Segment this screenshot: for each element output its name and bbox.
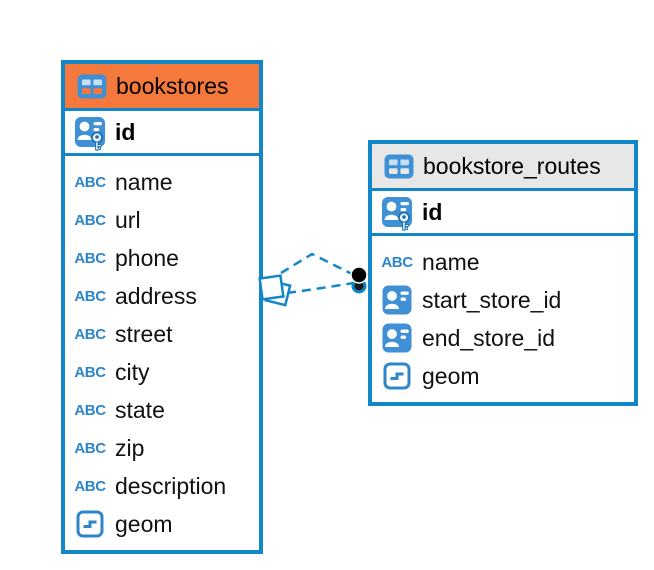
column-id[interactable]: id xyxy=(372,191,634,233)
primary-key-icon xyxy=(380,192,414,232)
geometry-type-icon xyxy=(380,362,414,390)
text-type-icon: ABC xyxy=(74,211,106,229)
geometry-type-icon xyxy=(73,510,107,538)
column-name: id xyxy=(422,198,443,225)
table-icon-slot xyxy=(384,154,414,179)
column-address[interactable]: ABC address xyxy=(65,277,259,315)
columns-section: ABC name ABC url ABC phone ABC address A… xyxy=(65,156,259,550)
column-name: address xyxy=(115,282,197,309)
text-type-icon: ABC xyxy=(74,249,106,267)
column-city[interactable]: ABC city xyxy=(65,353,259,391)
column-name: phone xyxy=(115,244,179,271)
table-icon-slot xyxy=(77,74,107,99)
column-name: start_store_id xyxy=(422,286,562,313)
column-name: name xyxy=(115,168,173,195)
key-glyph xyxy=(91,131,103,151)
column-name: end_store_id xyxy=(422,324,555,351)
column-name: city xyxy=(115,358,150,385)
column-geom[interactable]: geom xyxy=(372,357,634,395)
relationship-line-start-store[interactable] xyxy=(280,252,355,277)
column-state[interactable]: ABC state xyxy=(65,391,259,429)
column-name[interactable]: ABC name xyxy=(65,163,259,201)
table-icon xyxy=(384,154,414,179)
column-name: state xyxy=(115,396,165,423)
column-url[interactable]: ABC url xyxy=(65,201,259,239)
column-description[interactable]: ABC description xyxy=(65,467,259,505)
table-title: bookstores xyxy=(116,72,229,99)
column-name: geom xyxy=(115,510,173,537)
table-bookstores[interactable]: bookstores id ABC name ABC url ABC phone… xyxy=(61,60,263,554)
column-id[interactable]: id xyxy=(65,111,259,153)
primary-key-icon xyxy=(73,112,107,152)
table-title: bookstore_routes xyxy=(423,152,601,179)
text-type-icon: ABC xyxy=(74,363,106,381)
column-name[interactable]: ABC name xyxy=(372,243,634,281)
table-bookstore-routes[interactable]: bookstore_routes id ABC name xyxy=(368,140,638,406)
column-start_store_id[interactable]: start_store_id xyxy=(372,281,634,319)
column-name: url xyxy=(115,206,141,233)
text-type-icon: ABC xyxy=(381,253,413,271)
column-name: id xyxy=(115,118,136,145)
column-name: zip xyxy=(115,434,145,461)
text-type-icon: ABC xyxy=(74,401,106,419)
key-columns-section: id xyxy=(65,111,259,156)
column-geom[interactable]: geom xyxy=(65,505,259,543)
table-header[interactable]: bookstores xyxy=(65,64,259,111)
text-type-icon: ABC xyxy=(74,439,106,457)
column-name: geom xyxy=(422,362,480,389)
column-name: street xyxy=(115,320,173,347)
column-end_store_id[interactable]: end_store_id xyxy=(372,319,634,357)
key-columns-section: id xyxy=(372,191,634,236)
relationship-line-end-store[interactable] xyxy=(286,281,355,295)
relationship-endpoint-dots[interactable] xyxy=(350,266,368,294)
key-glyph xyxy=(398,211,410,231)
text-type-icon: ABC xyxy=(74,173,106,191)
column-phone[interactable]: ABC phone xyxy=(65,239,259,277)
column-street[interactable]: ABC street xyxy=(65,315,259,353)
column-name: name xyxy=(422,248,480,275)
columns-section: ABC name start_store_id end_store_id geo… xyxy=(372,236,634,402)
table-icon xyxy=(77,74,107,99)
text-type-icon: ABC xyxy=(74,287,106,305)
table-header[interactable]: bookstore_routes xyxy=(372,144,634,191)
text-type-icon: ABC xyxy=(74,477,106,495)
foreign-key-icon xyxy=(380,323,414,353)
column-zip[interactable]: ABC zip xyxy=(65,429,259,467)
column-name: description xyxy=(115,472,227,499)
foreign-key-icon xyxy=(380,285,414,315)
relationship-diamond-marker[interactable] xyxy=(258,274,292,307)
text-type-icon: ABC xyxy=(74,325,106,343)
